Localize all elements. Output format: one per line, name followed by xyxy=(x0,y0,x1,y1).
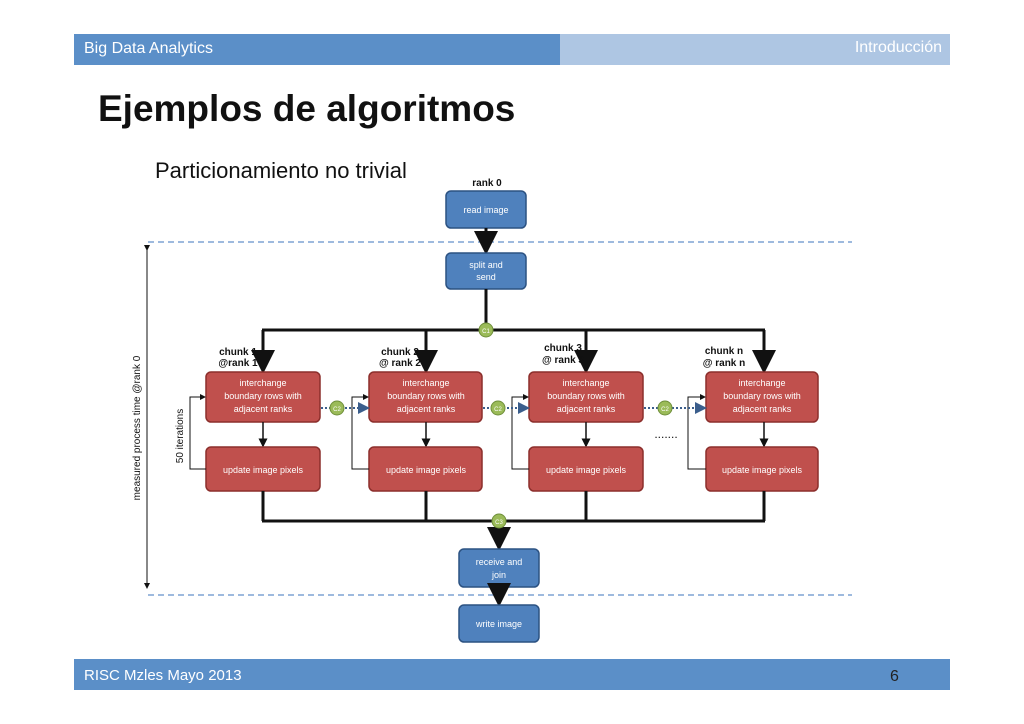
header-bar-right xyxy=(560,34,950,65)
update-box-n: update image pixels xyxy=(705,446,819,492)
interchange-box-1: interchange boundary rows with adjacent … xyxy=(205,371,321,423)
loop-arrow-2 xyxy=(351,394,369,470)
chunk3-label-line1: chunk 3 xyxy=(544,343,582,354)
header-bar-left xyxy=(74,34,560,65)
c2-label-3: C2 xyxy=(661,407,669,413)
interchange-1-line3: adjacent ranks xyxy=(234,404,293,414)
update-1-label: update image pixels xyxy=(223,465,304,475)
c2-circle-1 xyxy=(329,400,345,416)
footer-bar xyxy=(74,659,950,690)
interchange-2-line1: interchange xyxy=(402,378,449,388)
header-course-title: Big Data Analytics xyxy=(84,40,213,57)
header-section-title: Introducción xyxy=(854,39,942,56)
split-send-line2: send xyxy=(476,272,496,282)
update-box-1: update image pixels xyxy=(205,446,321,492)
chunk2-label-line1: chunk 2 xyxy=(381,347,419,358)
interchange-3-line2: boundary rows with xyxy=(547,391,625,401)
c3-label: C3 xyxy=(495,520,503,526)
c2-label-1: C2 xyxy=(333,407,341,413)
c2-circle-2 xyxy=(490,400,506,416)
write-image-box xyxy=(458,604,540,643)
footer-text: RISC Mzles Mayo 2013 xyxy=(84,667,242,684)
update-box-3: update image pixels xyxy=(528,446,644,492)
loop-arrow-3 xyxy=(511,394,529,470)
receive-join-line2: join xyxy=(491,570,506,580)
slide-subtitle: Particionamiento no trivial xyxy=(155,158,407,183)
update-n-label: update image pixels xyxy=(722,465,803,475)
write-image-label: write image xyxy=(475,619,522,629)
loop-arrow-1 xyxy=(189,394,206,470)
read-image-label: read image xyxy=(463,205,508,215)
c2-label-2: C2 xyxy=(494,407,502,413)
ellipsis: ....... xyxy=(654,427,677,441)
update-2-label: update image pixels xyxy=(386,465,467,475)
receive-join-line1: receive and xyxy=(476,557,523,567)
interchange-2-line2: boundary rows with xyxy=(387,391,465,401)
interchange-box-3: interchange boundary rows with adjacent … xyxy=(528,371,644,423)
c2-circle-3 xyxy=(657,400,673,416)
c3-circle xyxy=(491,513,507,529)
update-3-label: update image pixels xyxy=(546,465,627,475)
page-number: 6 xyxy=(890,668,899,685)
interchange-n-line3: adjacent ranks xyxy=(733,404,792,414)
chunkn-label-line2: @ rank n xyxy=(703,358,746,369)
chunk3-label-line2: @ rank 3 xyxy=(542,355,584,366)
c1-label: C1 xyxy=(482,329,490,335)
interchange-2-line3: adjacent ranks xyxy=(397,404,456,414)
interchange-3-line3: adjacent ranks xyxy=(557,404,616,414)
chunk2-label-line2: @ rank 2 xyxy=(379,358,421,369)
interchange-1-line1: interchange xyxy=(239,378,286,388)
update-box-2: update image pixels xyxy=(368,446,483,492)
chunk1-label-line1: chunk 1 xyxy=(219,347,257,358)
c1-circle xyxy=(478,322,494,338)
interchange-box-2: interchange boundary rows with adjacent … xyxy=(368,371,483,423)
slide-title: Ejemplos de algoritmos xyxy=(98,88,516,129)
interchange-1-line2: boundary rows with xyxy=(224,391,302,401)
measure-label: measured process time @rank 0 xyxy=(132,355,143,500)
interchange-3-line1: interchange xyxy=(562,378,609,388)
interchange-n-line2: boundary rows with xyxy=(723,391,801,401)
rank0-label: rank 0 xyxy=(472,178,502,189)
split-send-line1: split and xyxy=(469,260,503,270)
interchange-n-line1: interchange xyxy=(738,378,785,388)
interchange-box-n: interchange boundary rows with adjacent … xyxy=(705,371,819,423)
loop-arrow-n xyxy=(687,394,706,470)
receive-join-box xyxy=(458,548,540,588)
iterations-label: 50 iterations xyxy=(175,409,186,463)
chunk1-label-line2: @rank 1 xyxy=(218,358,258,369)
chunkn-label-line1: chunk n xyxy=(705,346,743,357)
split-send-box xyxy=(445,252,527,290)
